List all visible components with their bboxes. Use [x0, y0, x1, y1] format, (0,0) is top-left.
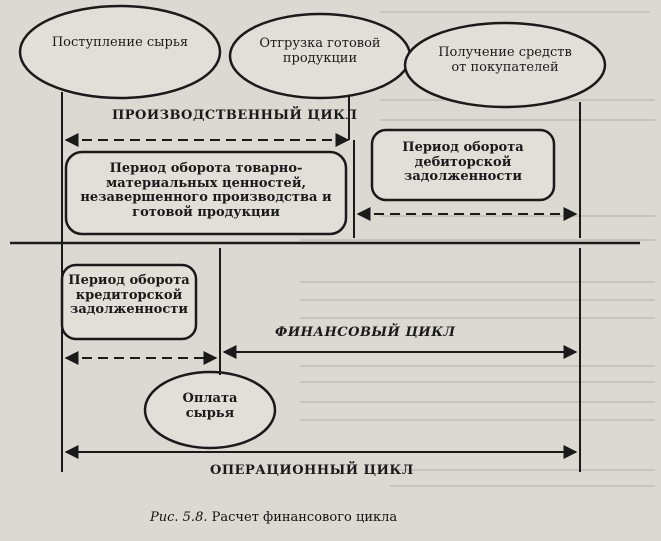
box-payables-period: [60, 263, 198, 341]
node-raw-receipt: [18, 4, 222, 100]
box-inventory-period: [64, 150, 348, 236]
caption-prefix: Рис. 5.8.: [150, 510, 208, 525]
label-payables-period: Период оборота кредиторской задолженност…: [68, 273, 190, 318]
label-operational-cycle: ОПЕРАЦИОННЫЙ ЦИКЛ: [210, 463, 414, 478]
node-payment-received: [403, 21, 607, 109]
background-page-texture: [300, 11, 655, 487]
label-production-cycle: ПРОИЗВОДСТВЕННЫЙ ЦИКЛ: [112, 108, 358, 123]
label-shipment: Отгрузка готовой продукции: [259, 36, 381, 66]
label-payment-received: Получение средств от покупателей: [438, 45, 572, 75]
label-financial-cycle: ФИНАНСОВЫЙ ЦИКЛ: [275, 325, 456, 340]
label-inventory-period: Период оборота товарно-материальных ценн…: [80, 161, 332, 220]
caption-text: Расчет финансового цикла: [211, 510, 398, 525]
figure-caption: Рис. 5.8. Расчет финансового цикла: [150, 510, 397, 525]
label-receivables-period: Период оборота дебиторской задолженности: [402, 140, 524, 185]
label-raw-payment: Оплата сырья: [182, 391, 238, 421]
box-receivables-period: [370, 128, 556, 202]
label-raw-receipt: Поступление сырья: [51, 35, 189, 50]
